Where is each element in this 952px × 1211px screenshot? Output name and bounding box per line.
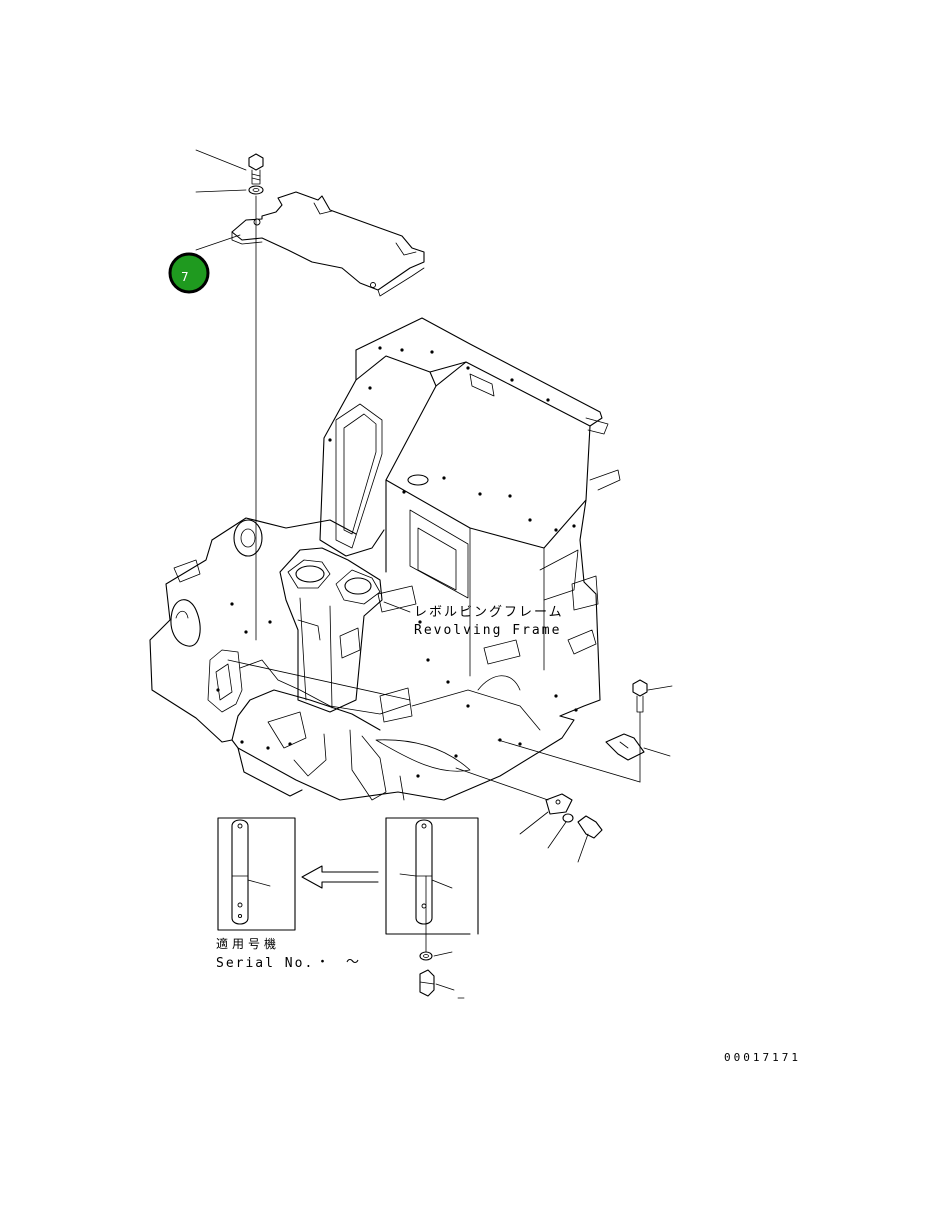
washer-lower — [562, 813, 574, 823]
leader-lines-detail — [433, 951, 465, 999]
leader-lines-lower — [455, 767, 589, 863]
bolt-top — [248, 153, 264, 185]
frame-label-en: Revolving Frame — [414, 623, 561, 638]
clip-lower — [545, 793, 573, 815]
detail-box-left — [217, 817, 296, 931]
detail-box-right — [385, 817, 479, 953]
callout-7[interactable]: 7 — [168, 252, 210, 294]
callout-7-badge[interactable] — [168, 252, 210, 294]
bracket-right — [605, 733, 645, 761]
bolt-right — [632, 679, 648, 783]
frame-label-leader — [383, 601, 411, 613]
serial-label-jp: 適用号機 — [216, 936, 280, 951]
bolt-detail — [419, 969, 435, 997]
frame-label-jp: レボルビングフレーム — [414, 605, 564, 620]
washer-top — [248, 185, 264, 195]
leader-lines-right — [497, 685, 673, 783]
serial-range-mark: ・ ～ — [316, 955, 361, 970]
washer-detail — [419, 951, 433, 961]
serial-label-en: Serial No. — [216, 956, 314, 971]
cover-plate — [231, 191, 425, 297]
revolving-frame — [149, 317, 621, 801]
callout-7-number[interactable]: 7 — [181, 270, 189, 284]
change-arrow — [301, 865, 379, 889]
drawing-number: 00017171 — [724, 1051, 801, 1064]
bolt-lower — [577, 815, 603, 839]
leader-lines-top — [195, 149, 257, 641]
